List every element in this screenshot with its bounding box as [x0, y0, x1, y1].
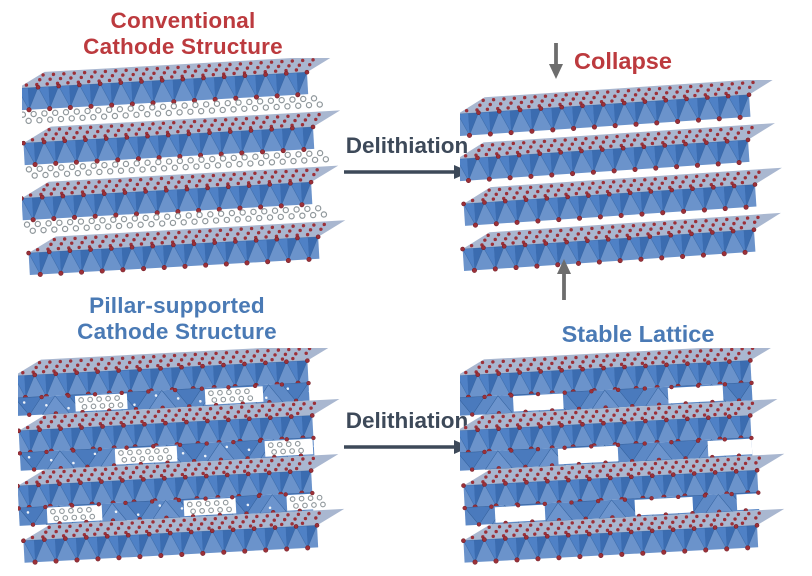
delithiation-process-bottom: Delithiation	[336, 408, 478, 456]
down-arrow-icon	[549, 43, 563, 79]
collapsed-structure-figure	[460, 80, 782, 273]
conventional-title: Conventional Cathode Structure	[58, 8, 308, 60]
delithiation-process-top: Delithiation	[336, 133, 478, 181]
delithiation-label-top: Delithiation	[345, 133, 469, 158]
pillar-title: Pillar-supported Cathode Structure	[52, 293, 302, 345]
pillar-title-line2: Cathode Structure	[77, 319, 277, 344]
delithiation-label-bottom: Delithiation	[345, 408, 469, 433]
collapse-panel: Collapse	[547, 42, 672, 80]
conventional-title-line1: Conventional	[110, 8, 256, 33]
right-arrow-icon	[344, 440, 470, 454]
pillar-panel: Pillar-supported Cathode Structure	[52, 293, 302, 345]
pillar-structure-figure	[18, 348, 345, 565]
conventional-panel: Conventional Cathode Structure	[58, 8, 308, 60]
stable-lattice-label: Stable Lattice	[561, 321, 715, 347]
conventional-structure-figure	[22, 58, 346, 277]
conventional-title-line2: Cathode Structure	[83, 34, 283, 59]
collapse-label: Collapse	[574, 48, 672, 74]
pillar-title-line1: Pillar-supported	[89, 293, 265, 318]
up-arrow-icon	[557, 259, 571, 300]
stable-structure-figure	[460, 348, 785, 565]
right-arrow-icon	[344, 165, 470, 179]
